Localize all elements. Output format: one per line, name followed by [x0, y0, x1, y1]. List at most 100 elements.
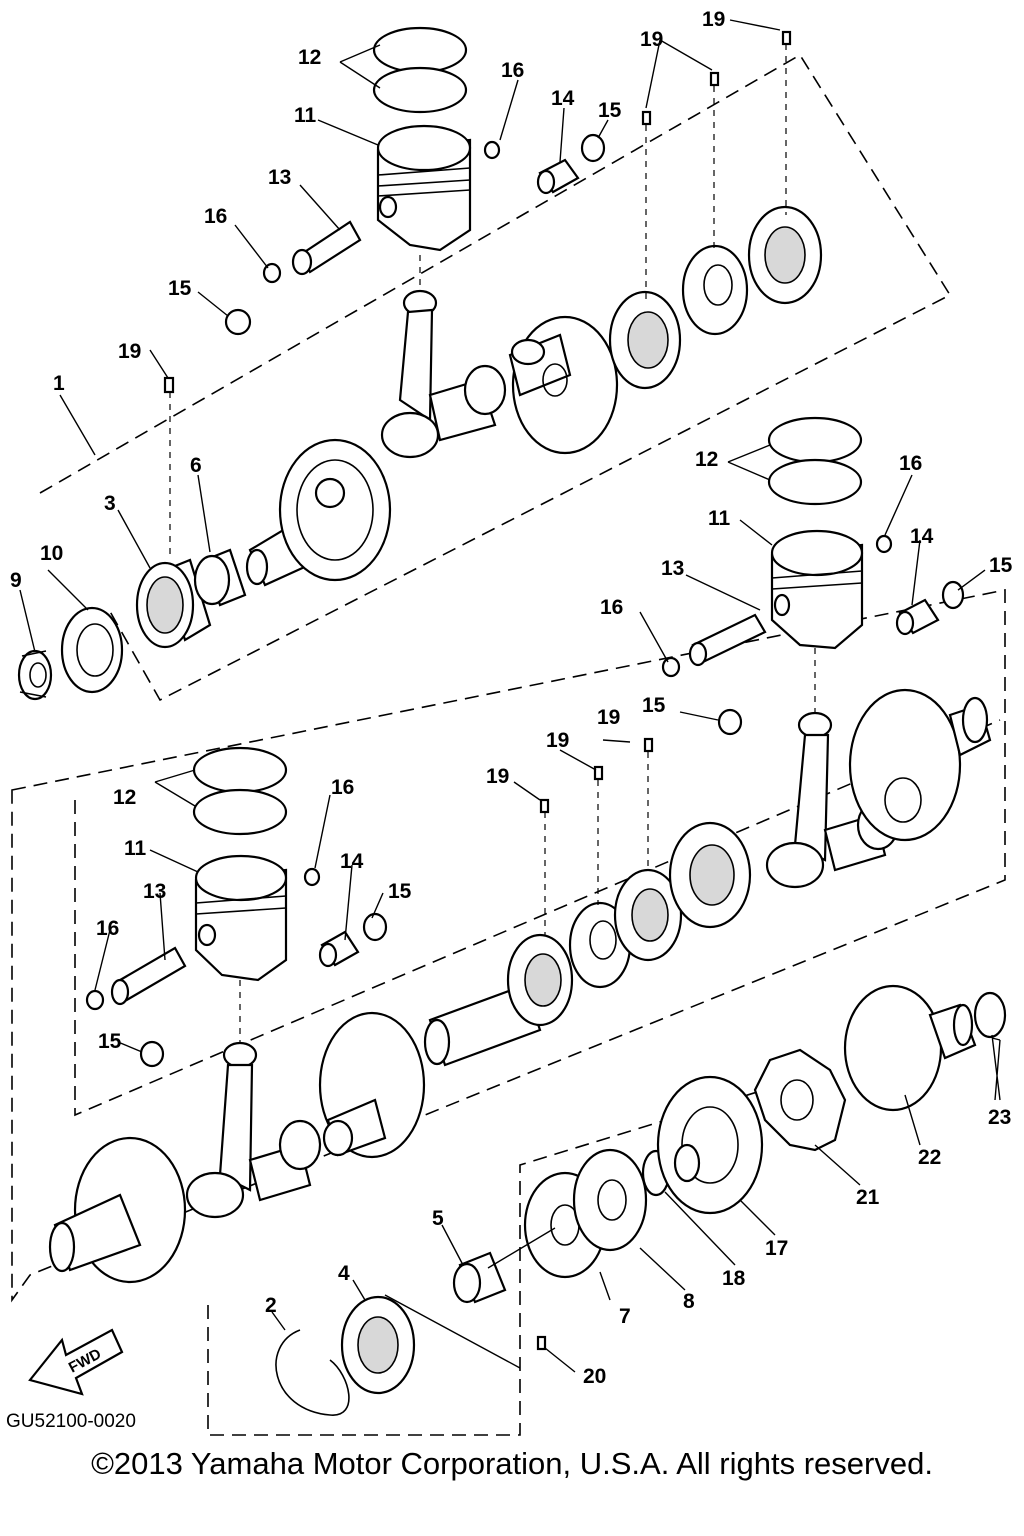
bearing-sleeve-upper [536, 158, 580, 195]
callout-16-left-left: 16 [96, 917, 119, 940]
callout-15-upper-right: 15 [598, 99, 622, 122]
circlip-right-right [875, 534, 893, 554]
callout-23: 23 [988, 1106, 1011, 1129]
upper-assembly-boundary [39, 53, 952, 702]
callout-5: 5 [432, 1207, 444, 1230]
callout-22: 22 [918, 1146, 941, 1169]
crankshaft-web-right [848, 688, 992, 842]
dowel-pin-upper-3 [709, 71, 720, 87]
part-10-seal [60, 606, 124, 694]
circlip-right-left [661, 656, 681, 678]
dowel-pin-upper-1 [163, 376, 175, 394]
callout-15-left-left: 15 [98, 1030, 122, 1053]
callout-16-left-right: 16 [331, 776, 354, 799]
dowel-pin-upper-4 [781, 30, 792, 46]
callout-3: 3 [104, 492, 116, 515]
part-20-pin [536, 1335, 547, 1351]
callout-11-right: 11 [708, 507, 731, 530]
callout-labels: 1 2 3 4 5 6 7 8 9 10 11 11 11 12 12 12 1… [10, 8, 1013, 1388]
callout-15-left-right: 15 [388, 880, 412, 903]
callout-8: 8 [683, 1290, 695, 1313]
callout-2: 2 [265, 1294, 277, 1317]
callout-9: 9 [10, 569, 22, 592]
callout-11-upper: 11 [294, 104, 317, 127]
washer-right-right [941, 580, 965, 610]
washer-left-left [139, 1040, 165, 1068]
bearing-center-3 [668, 821, 752, 929]
part-23-oring [973, 991, 1007, 1039]
bearing-center-1 [506, 933, 574, 1027]
callout-13-upper: 13 [268, 166, 291, 189]
lower-inner-boundary [74, 719, 1001, 1117]
callout-13-right: 13 [661, 557, 684, 580]
callout-7: 7 [619, 1305, 631, 1328]
callout-12-left: 12 [113, 786, 136, 809]
crankshaft-web-center-upper [508, 315, 619, 455]
callout-16-upper-left: 16 [204, 205, 227, 228]
fwd-arrow-icon: FWD [28, 1328, 124, 1396]
diagram-reference-code: GU52100-0020 [6, 1411, 136, 1432]
circlip-upper-left [262, 262, 282, 284]
part-bearing-upper-1 [608, 290, 682, 390]
part-6-sleeve [193, 548, 247, 607]
part-21-damper [753, 1048, 847, 1152]
part-bearing-upper-2 [747, 205, 823, 305]
crankshaft-web-lower-center [318, 1011, 426, 1159]
leader-lines [19, 19, 1001, 1373]
callout-13-left: 13 [143, 880, 166, 903]
guide-lines [169, 44, 816, 1044]
circlip-upper-right [483, 140, 501, 160]
part-22-coupler [843, 984, 977, 1112]
washer-upper-left [224, 308, 252, 336]
callout-19-upper-left: 19 [118, 340, 141, 363]
callout-19-upper: 19 [640, 28, 663, 51]
callout-19-lower-center: 19 [546, 729, 569, 752]
circlip-left-right [303, 867, 321, 887]
callout-16-upper-right: 16 [501, 59, 524, 82]
bearing-sleeve-right [895, 598, 940, 636]
callout-17: 17 [765, 1237, 788, 1260]
callout-14-right: 14 [910, 525, 934, 548]
callout-14-upper: 14 [551, 87, 575, 110]
callout-14-left: 14 [340, 850, 364, 873]
part-9-nut [17, 649, 53, 701]
bearing-center-2 [613, 868, 683, 962]
callout-19-lower-left: 19 [486, 765, 509, 788]
callout-1: 1 [53, 372, 65, 395]
callout-18: 18 [722, 1267, 746, 1290]
washer-upper-right [580, 133, 606, 163]
washer-left-right [362, 912, 388, 942]
callout-15-upper-left: 15 [168, 277, 192, 300]
dowel-pin-lower-1 [539, 798, 550, 814]
piston-upper [376, 124, 472, 252]
conrod-upper [380, 289, 507, 459]
callout-10: 10 [40, 542, 63, 565]
piston-right [770, 529, 864, 650]
piston-left [194, 854, 288, 982]
callout-4: 4 [338, 1262, 350, 1285]
callout-16-right-left: 16 [600, 596, 623, 619]
part-2-circlip [275, 1329, 350, 1416]
callout-21: 21 [856, 1186, 880, 1209]
bottom-subassembly-boundary [207, 1084, 781, 1436]
bearing-sleeve-left [318, 930, 360, 968]
part-3-bearing [135, 558, 212, 649]
callout-19-lower-right: 19 [597, 706, 620, 729]
piston-pin-left [110, 946, 187, 1006]
part-4-bearing [340, 1295, 416, 1395]
dowel-pin-lower-3 [643, 737, 654, 753]
part-8-plate [572, 1148, 648, 1252]
piston-pin-upper [291, 220, 362, 276]
circlip-left-left [85, 989, 105, 1011]
callout-11-left: 11 [124, 837, 147, 860]
crankshaft-web-left [245, 438, 392, 587]
conrod-left [185, 1041, 322, 1219]
piston-pin-right [688, 613, 767, 667]
callout-19-top: 19 [702, 8, 725, 31]
part-5-sleeve [452, 1251, 507, 1304]
callout-12-upper: 12 [298, 46, 321, 69]
part-labyrinth-seal-upper [681, 244, 749, 336]
callout-15-right-left: 15 [642, 694, 666, 717]
callout-6: 6 [190, 454, 202, 477]
